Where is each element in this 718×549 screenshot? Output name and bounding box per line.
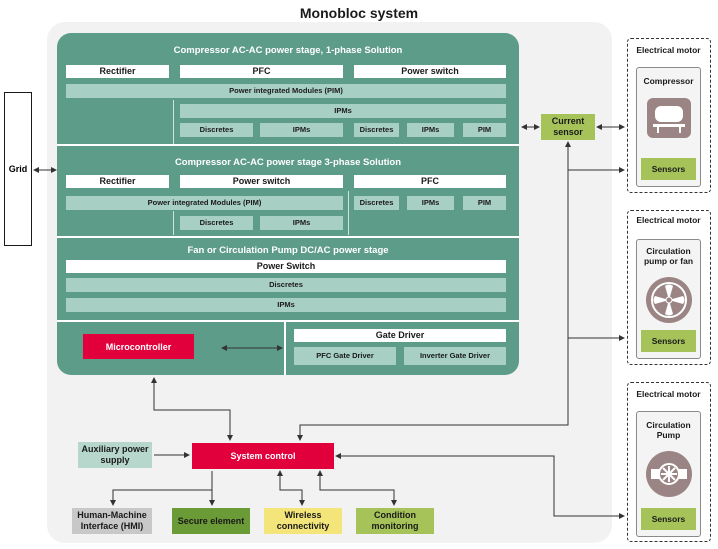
motor-compressor: Electrical motor Compressor Sensors — [627, 38, 711, 193]
pim-1b: PIM — [463, 123, 506, 137]
rectifier-1: Rectifier — [66, 65, 169, 78]
control-to-motor3 — [335, 453, 625, 519]
motor-component-label: Circulation pump or fan — [643, 246, 694, 266]
section1-title: Compressor AC-AC power stage, 1-phase So… — [173, 45, 403, 56]
motor-title: Electrical motor — [636, 215, 701, 225]
wireless-connector — [277, 470, 305, 506]
secure-element-label: Secure element — [177, 515, 245, 526]
auxiliary-power-box: Auxiliary power supply — [78, 442, 152, 468]
sensors-box: Sensors — [641, 508, 696, 530]
microcontroller-label: Microcontroller — [105, 341, 172, 352]
auxiliary-power-label: Auxiliary power supply — [81, 444, 149, 465]
wireless-connectivity-box: Wireless connectivity — [264, 508, 342, 534]
pim-2: Power integrated Modules (PIM) — [66, 196, 343, 210]
sensor-to-control — [297, 141, 571, 441]
pfc-1: PFC — [180, 65, 343, 78]
secure-element-box: Secure element — [172, 508, 250, 534]
grid-box: Grid — [4, 92, 32, 246]
motor-pump: Electrical motor Circulation Pump Sensor… — [627, 382, 711, 542]
rectifier-2: Rectifier — [66, 175, 169, 188]
motor-inner: Circulation Pump Sensors — [636, 411, 701, 537]
motor-component-label: Circulation Pump — [646, 420, 691, 440]
divider — [173, 100, 174, 145]
pump-icon — [645, 450, 693, 498]
microcontroller-box: Microcontroller — [83, 334, 194, 359]
sensors-box: Sensors — [641, 330, 696, 352]
divider — [57, 320, 519, 322]
motor-component-label: Compressor — [643, 76, 694, 86]
compressor-icon — [645, 96, 693, 140]
current-sensor-label: Current sensor — [551, 116, 585, 137]
motor-inner: Compressor Sensors — [636, 67, 701, 187]
ipms-1a: IPMs — [260, 123, 343, 137]
motor-inner: Circulation pump or fan Sensors — [636, 239, 701, 359]
section2-title: Compressor AC-AC power stage 3-phase Sol… — [174, 157, 402, 168]
pim-1: Power integrated Modules (PIM) — [66, 84, 506, 98]
power-switch-1: Power switch — [354, 65, 506, 78]
diagram-title: Monobloc system — [299, 5, 419, 21]
divider — [284, 322, 286, 375]
discretes-1a: Discretes — [180, 123, 253, 137]
divider — [57, 144, 519, 146]
mcu-control-connector — [151, 377, 233, 441]
hmi-box: Human-Machine Interface (HMI) — [72, 508, 152, 534]
system-control-box: System control — [192, 443, 334, 469]
motor-title: Electrical motor — [636, 389, 701, 399]
ipms-1b: IPMs — [407, 123, 454, 137]
wireless-connectivity-label: Wireless connectivity — [276, 510, 330, 531]
current-sensor-box: Current sensor — [541, 114, 595, 140]
divider — [173, 211, 174, 235]
condition-connector — [317, 470, 397, 506]
sensors-box: Sensors — [641, 158, 696, 180]
section3-title: Fan or Circulation Pump DC/AC power stag… — [187, 245, 389, 256]
motor-title: Electrical motor — [636, 45, 701, 55]
discretes-1b: Discretes — [354, 123, 399, 137]
ipms-1: IPMs — [180, 104, 506, 118]
system-control-label: System control — [230, 451, 296, 461]
discretes-2a: Discretes — [180, 216, 253, 230]
fan-icon — [645, 276, 693, 324]
hmi-label: Human-Machine Interface (HMI) — [77, 510, 147, 531]
motor-fan: Electrical motor Circulation pump or fan… — [627, 210, 711, 365]
hmi-connector — [110, 471, 213, 506]
divider — [57, 236, 519, 238]
grid-label: Grid — [8, 164, 28, 174]
